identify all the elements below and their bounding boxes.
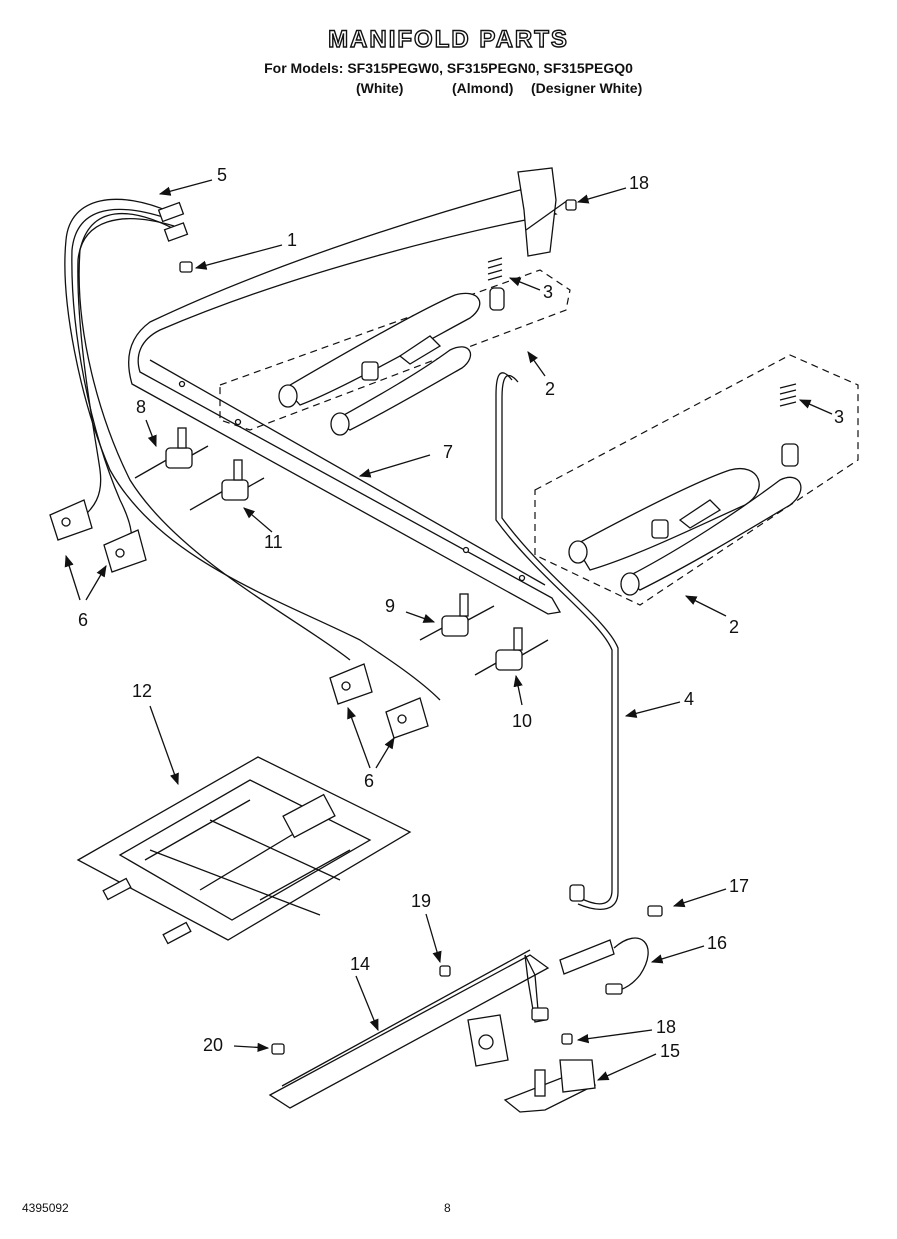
callout-4: 4 [684,689,694,709]
finish-almond: (Almond) [452,80,514,96]
callout-3-rear: 3 [543,282,553,302]
callout-15: 15 [660,1041,680,1061]
callout-2-rear: 2 [545,379,555,399]
valve-10 [474,627,549,676]
valve-8 [134,427,209,479]
callout-2-right: 2 [729,617,739,637]
callout-16: 16 [707,933,727,953]
models-line: For Models: SF315PEGW0, SF315PEGN0, SF31… [264,60,633,76]
ignition-switches [49,499,429,739]
right-burner-assembly [534,354,859,606]
wiring-harness [64,198,441,701]
broil-burner [268,949,550,1109]
callout-18-bottom: 18 [656,1017,676,1037]
valve-9 [419,593,495,641]
callout-10: 10 [512,711,532,731]
callout-5: 5 [217,165,227,185]
callout-1: 1 [287,230,297,250]
heat-shield [76,756,412,945]
callout-17: 17 [729,876,749,896]
page-title: MANIFOLD PARTS [327,25,569,53]
rear-orifice-spring [487,257,505,311]
supply-tube [495,372,619,910]
callout-9: 9 [385,596,395,616]
finish-designer-white: (Designer White) [531,80,643,96]
igniter-assembly [559,905,663,995]
callout-8: 8 [136,397,146,417]
screws [179,199,577,1055]
valve-11 [189,459,265,511]
callout-7: 7 [443,442,453,462]
manifold-pipe [128,167,569,615]
callout-20: 20 [203,1035,223,1055]
page-number: 8 [444,1201,451,1215]
callout-3-right: 3 [834,407,844,427]
callouts: 5 1 18 3 2 3 7 8 11 6 9 2 [64,165,844,1081]
callout-12: 12 [132,681,152,701]
callout-18-top: 18 [629,173,649,193]
finish-white: (White) [356,80,404,96]
callout-14: 14 [350,954,370,974]
callout-6-left: 6 [78,610,88,630]
document-number: 4395092 [22,1201,69,1215]
callout-11: 11 [264,532,283,552]
rear-left-burner-assembly [219,269,571,436]
gas-valve-bracket [467,1014,597,1113]
callout-6-right: 6 [364,771,374,791]
callout-19: 19 [411,891,431,911]
